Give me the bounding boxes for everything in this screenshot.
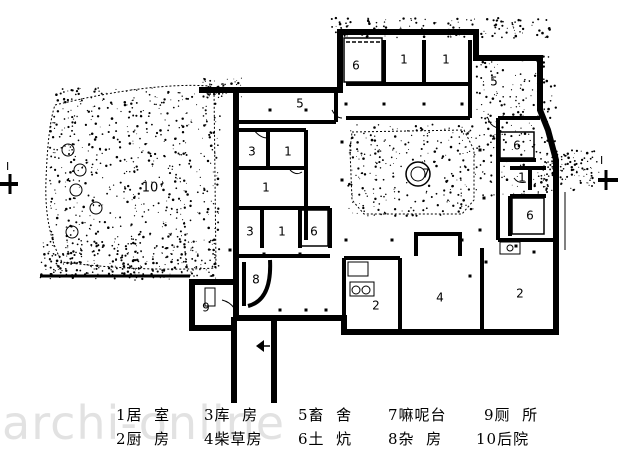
kitchen-stove [347,261,375,297]
legend-item-3: 3库 房 [204,406,259,424]
section-mark-label-left: I [6,160,9,173]
room-label-kang-left: 6 [310,225,318,239]
room-label-living-left-3: 1 [278,225,286,239]
room-label-storage-upper: 3 [248,145,256,159]
section-mark-right: I [598,154,618,190]
room-label-mani-platform: 7 [422,167,430,181]
column-posts [228,102,536,312]
kang-platforms [299,37,545,247]
legend-item-9: 9厕 所 [484,406,539,424]
room-label-storage-lower: 3 [246,225,254,239]
room-label-barn-left: 5 [296,97,304,111]
room-label-kitchen-right: 2 [516,287,524,301]
legend-item-7: 7嘛呢台 [388,406,447,424]
room-label-toilet: 9 [202,301,210,315]
room-label-living-left-1: 1 [284,145,292,159]
room-label-back-courtyard: 10 [142,181,159,196]
door-swings [221,109,527,309]
legend-item-1: 1居 室 [116,406,171,424]
section-mark-left: I [0,160,18,194]
section-mark-label-right: I [600,154,603,167]
room-label-living-top-2: 1 [442,53,450,67]
room-label-misc: 8 [252,273,260,287]
interior-walls [236,40,556,332]
room-label-living-top-1: 1 [400,53,408,67]
legend-item-2: 2厨 房 [116,430,171,448]
legend-item-8: 8杂 房 [388,430,443,448]
room-8-curve [247,259,273,308]
room-label-kang-top: 6 [352,59,360,73]
legend: 1居 室 2厨 房 3库 房 4柴草房 5畜 舍 6土 炕 7嘛呢台 8杂 房 … [112,404,572,450]
courtyard-octagon [349,129,475,215]
toilet-fixture [204,287,216,307]
room-label-living-left-2: 1 [262,181,270,195]
back-courtyard-wall [45,84,217,270]
room-label-kitchen-small: 2 [372,299,380,313]
legend-item-4: 4柴草房 [204,430,263,448]
room-label-kang-right-1: 6 [513,139,521,153]
legend-item-10: 10后院 [476,430,530,448]
legend-item-5: 5畜 舍 [298,406,353,424]
mani-platform [405,161,431,187]
room-label-living-right: 1 [518,171,526,185]
legend-item-6: 6土 炕 [298,430,353,448]
room-label-fodder: 4 [436,291,444,305]
room-label-barn-right: 5 [490,75,498,89]
room-label-kang-right-2: 6 [526,209,534,223]
outer-walls [189,29,559,403]
kitchen-fixtures-right [499,241,521,255]
